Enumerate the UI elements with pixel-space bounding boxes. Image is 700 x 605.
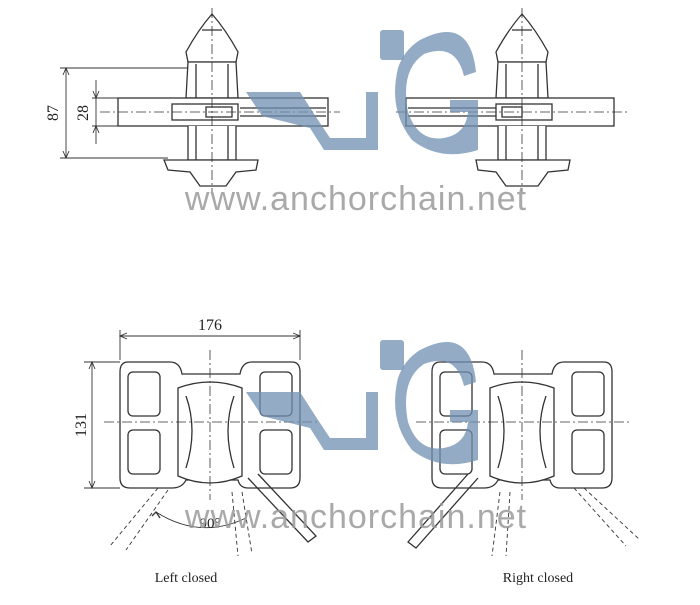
watermark-logo-top [246, 30, 478, 155]
caption-left-closed: Left closed [155, 571, 218, 586]
dim-176-label: 176 [198, 317, 222, 334]
dimension-height [60, 66, 188, 160]
dim-87-label: 87 [45, 105, 62, 121]
side-view-right [396, 8, 630, 192]
watermark-logo-bottom [246, 340, 478, 465]
angle-90-label: 90° [200, 516, 221, 532]
dim-28-label: 28 [75, 105, 92, 121]
watermark-url-bottom: www.anchorchain.net [184, 498, 527, 536]
caption-right-closed: Right closed [503, 571, 573, 586]
dim-131-label: 131 [73, 413, 90, 437]
dimension-width [84, 330, 302, 490]
watermark-url-top: www.anchorchain.net [184, 180, 527, 218]
